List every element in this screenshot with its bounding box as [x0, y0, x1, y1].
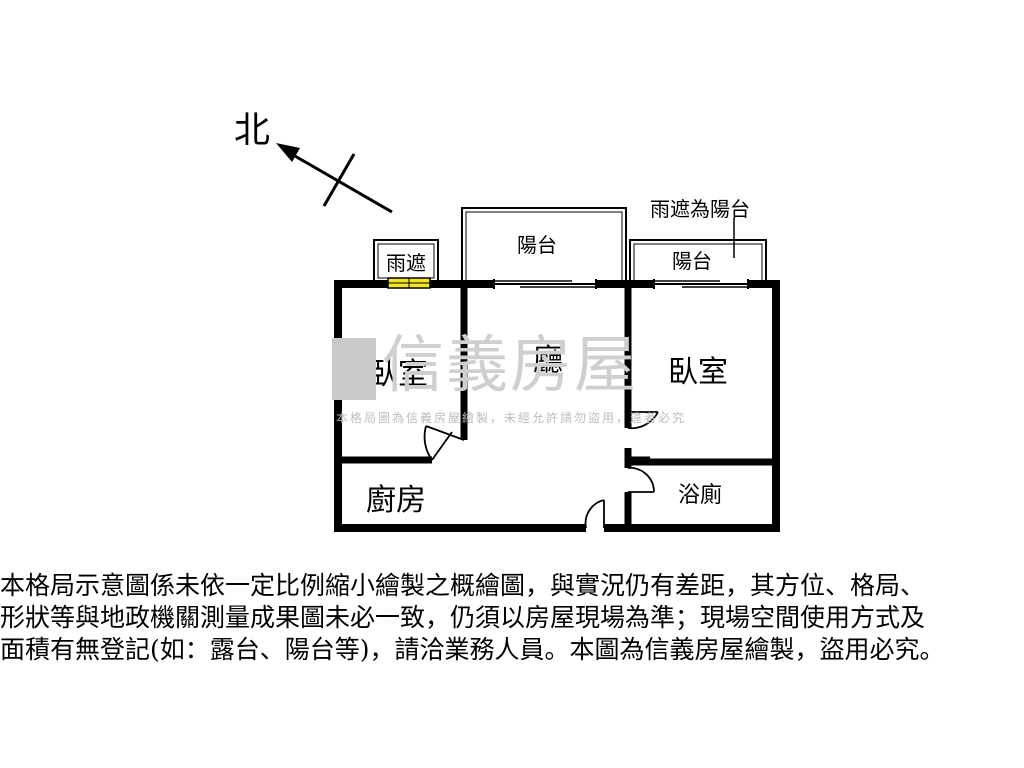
door-swing-entrance	[584, 499, 605, 529]
disclaimer-line: 形狀等與地政機關測量成果圖未必一致，仍須以房屋現場為準；現場空間使用方式及	[0, 603, 926, 632]
sliding-door-center	[493, 279, 597, 289]
annotation-label: 雨遮為陽台	[650, 197, 750, 221]
watermark-notice: 本格局圖為信義房屋繪製，未經允許請勿盜用，違者必究	[336, 411, 687, 425]
watermark-logo	[332, 338, 376, 400]
floor-plan: 北 雨遮 陽台 陽台 雨遮為陽台	[234, 110, 780, 532]
balcony-center-label: 陽台	[517, 233, 557, 257]
balcony-right-label: 陽台	[672, 249, 712, 273]
room-label-bedroom-right: 臥室	[668, 355, 728, 390]
interior-walls	[338, 284, 776, 532]
room-label-bathroom: 浴廁	[678, 483, 722, 508]
outer-walls	[334, 280, 780, 532]
room-label-kitchen: 廚房	[366, 483, 426, 518]
canopy-small-label: 雨遮	[386, 251, 426, 275]
room-label-bedroom-left: 臥室	[368, 357, 428, 392]
door-swing-bathroom	[627, 467, 655, 493]
balcony-center	[461, 207, 627, 285]
balcony-right	[629, 239, 767, 285]
canopy-window-marker	[387, 277, 431, 289]
watermark-brand: 信義房屋	[382, 328, 639, 401]
disclaimer-line: 面積有無登記(如：露台、陽台等)，請洽業務人員。本圖為信義房屋繪製，盜用必究。	[0, 635, 945, 664]
disclaimer: 本格局示意圖係未依一定比例縮小繪製之概繪圖，與實況仍有差距，其方位、格局、 形狀…	[0, 570, 1024, 666]
disclaimer-line: 本格局示意圖係未依一定比例縮小繪製之概繪圖，與實況仍有差距，其方位、格局、	[0, 571, 926, 600]
north-label: 北	[234, 110, 270, 151]
north-arrow-icon	[276, 143, 393, 214]
door-swing-bedroom-left	[423, 425, 465, 461]
room-label-living: 廳	[533, 343, 563, 378]
sliding-door-right	[653, 279, 749, 289]
door-swing-bedroom-right	[627, 411, 659, 430]
